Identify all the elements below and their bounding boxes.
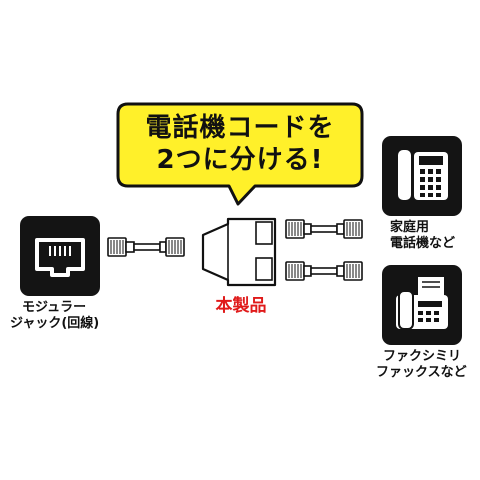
desk-phone-icon <box>398 150 448 200</box>
modular-jack-icon <box>35 238 85 277</box>
desk-phone-tile <box>382 136 462 216</box>
fax-caption-line2: ファックスなど <box>376 365 467 380</box>
bubble-text-line1: 電話機コードを <box>145 113 335 143</box>
modular-jack-caption-line1: モジュラー <box>22 300 87 315</box>
desk-phone-caption-line2: 電話機など <box>390 236 456 251</box>
fax-machine-icon <box>396 277 448 330</box>
product-label: 本製品 <box>215 296 267 316</box>
modular-jack-caption-line2: ジャック(回線) <box>10 316 100 331</box>
desk-phone-caption-line1: 家庭用 <box>390 220 430 235</box>
fax-caption-line1: ファクシミリ <box>383 349 462 364</box>
modular-jack-tile <box>20 216 100 296</box>
bubble-text-line2: 2つに分ける! <box>156 145 324 175</box>
fax-machine-tile <box>382 265 462 345</box>
